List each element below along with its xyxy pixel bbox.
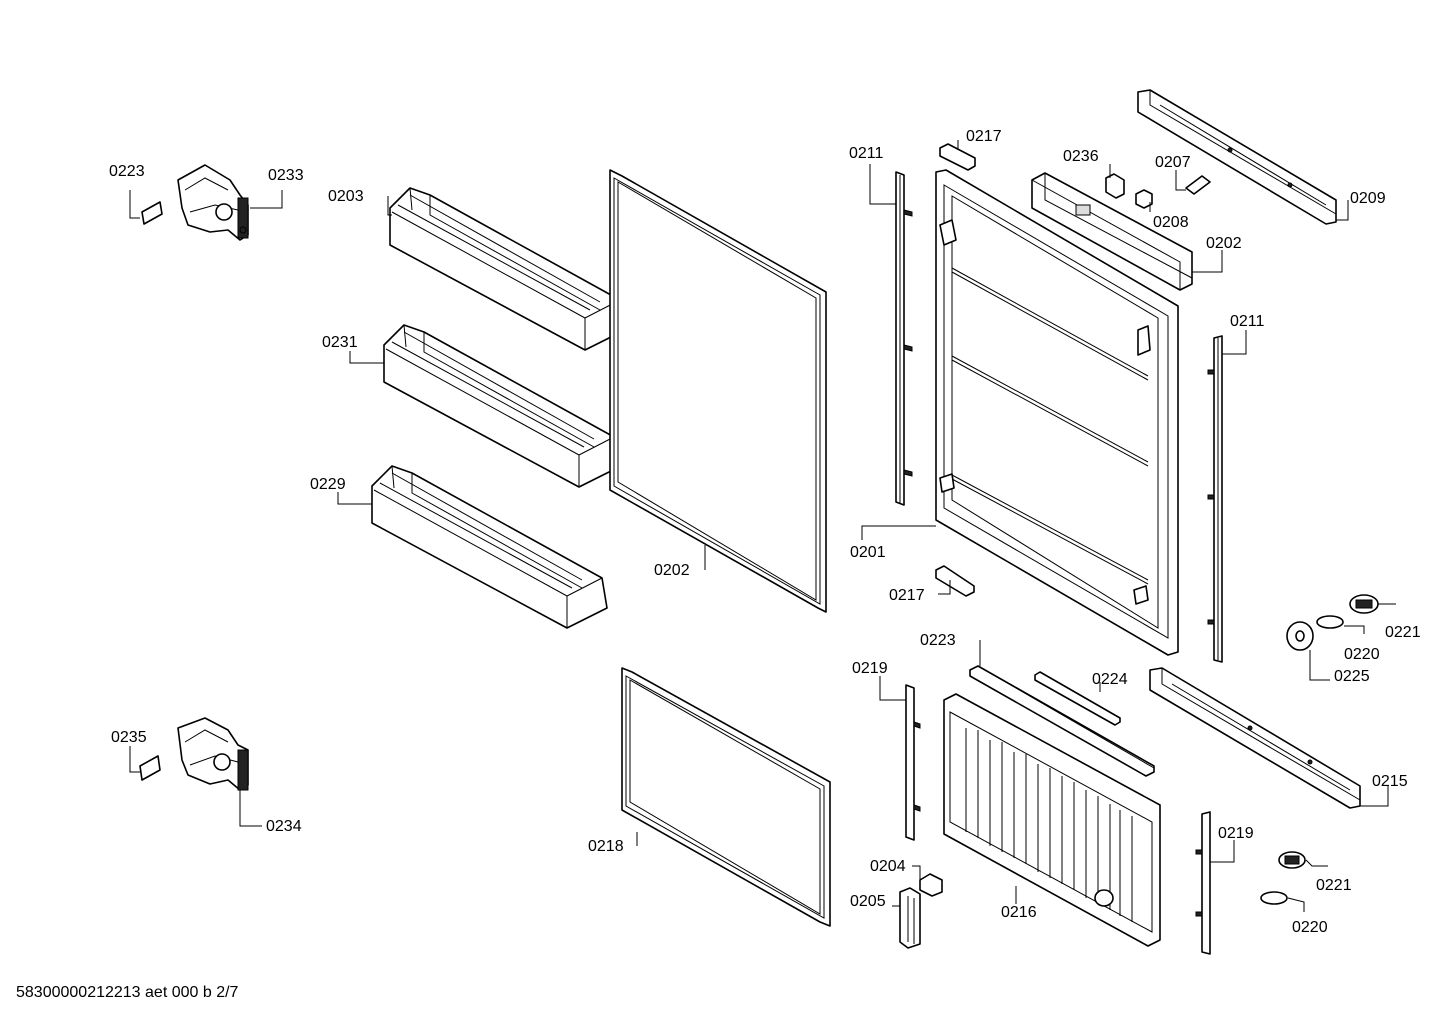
callout-0217-bottom-bracket: 0217 <box>889 587 925 604</box>
callout-0211-right-rail: 0211 <box>1230 313 1265 330</box>
right-door-rail-part <box>1207 335 1223 663</box>
washer-upper-part <box>1316 615 1344 629</box>
callout-0216-drawer-front: 0216 <box>1001 904 1037 921</box>
clip-part <box>919 873 943 897</box>
upper-hinge-part <box>177 164 249 241</box>
callout-0211-left-rail: 0211 <box>849 145 884 162</box>
callout-0224-profile: 0224 <box>1092 671 1128 688</box>
small-cap-0236-part <box>1105 173 1125 199</box>
document-id-footer: 58300000212213 aet 000 b 2/7 <box>16 984 239 1001</box>
callout-0234-lower-hinge: 0234 <box>266 818 302 835</box>
leader-lines <box>129 140 1396 912</box>
upper-bracket-part <box>939 143 976 171</box>
door-shelf-top-part <box>389 187 626 351</box>
callout-0236-cap: 0236 <box>1063 148 1099 165</box>
left-door-rail-part <box>895 171 913 506</box>
callout-0223-drawer-strip: 0223 <box>920 632 956 649</box>
upper-door-gasket-part <box>609 169 827 613</box>
callout-labels: 0223 0233 0203 0231 0229 0202 0211 0217 … <box>109 128 1421 936</box>
callout-0229-bottom-shelf: 0229 <box>310 476 346 493</box>
small-cap-0208-part <box>1135 189 1153 209</box>
callout-0208-cap: 0208 <box>1153 214 1189 231</box>
door-shelf-bottom-part <box>371 465 608 629</box>
washer-lower-part <box>1260 891 1288 905</box>
callout-0231-middle-shelf: 0231 <box>322 334 358 351</box>
callout-0209-top-rail: 0209 <box>1350 190 1386 207</box>
callout-0218-drawer-gasket: 0218 <box>588 838 624 855</box>
lower-bracket-part <box>935 565 975 597</box>
callout-0201-door-liner: 0201 <box>850 544 886 561</box>
guide-part <box>899 887 921 949</box>
top-cover-part <box>1031 172 1193 291</box>
lower-hinge-part <box>177 717 249 791</box>
lower-drawer-gasket-part <box>621 667 831 927</box>
spring-cap-upper-part <box>1349 594 1379 614</box>
drawer-front-part <box>943 693 1161 947</box>
callout-0223-upper-hinge: 0223 <box>109 163 145 180</box>
inner-door-liner-part <box>935 169 1179 656</box>
top-rail-part <box>1137 89 1337 225</box>
callout-0219-right-drawer-rail: 0219 <box>1218 825 1254 842</box>
left-drawer-rail-part <box>905 684 921 841</box>
callout-0219-left-drawer-rail: 0219 <box>852 660 888 677</box>
callout-0221-upper-cap: 0221 <box>1385 624 1421 641</box>
right-drawer-rail-part <box>1195 811 1211 955</box>
callout-0202-cover: 0202 <box>1206 235 1242 252</box>
callout-0235-lower-insert: 0235 <box>111 729 147 746</box>
callout-0217-top-bracket: 0217 <box>966 128 1002 145</box>
callout-0220-lower-washer: 0220 <box>1292 919 1328 936</box>
callout-0204-clip: 0204 <box>870 858 906 875</box>
small-pad-0207-part <box>1185 175 1211 195</box>
ring-part <box>1286 621 1314 651</box>
spring-cap-lower-part <box>1278 851 1306 869</box>
callout-0220-upper-washer: 0220 <box>1344 646 1380 663</box>
callout-0225-ring: 0225 <box>1334 668 1370 685</box>
callout-0215-bottom-rail: 0215 <box>1372 773 1408 790</box>
drawer-strip-part <box>969 665 1155 777</box>
upper-hinge-insert-part <box>141 201 163 225</box>
callout-0205-guide: 0205 <box>850 893 886 910</box>
bottom-rail-part <box>1149 667 1361 809</box>
drawer-profile-part <box>1034 671 1121 726</box>
callout-0202-door-gasket: 0202 <box>654 562 690 579</box>
lower-hinge-insert-part <box>139 755 161 781</box>
callout-0221-lower-cap: 0221 <box>1316 877 1352 894</box>
callout-0207-pad: 0207 <box>1155 154 1191 171</box>
callout-0203-top-shelf: 0203 <box>328 188 364 205</box>
callout-0233-upper-hinge: 0233 <box>268 167 304 184</box>
